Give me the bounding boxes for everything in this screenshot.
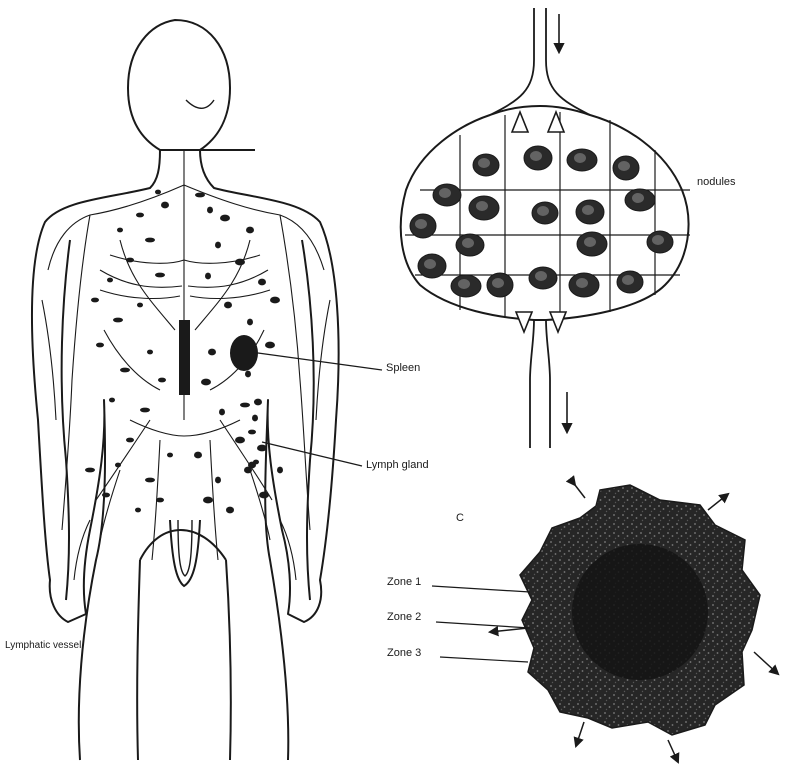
lymph-node-dot — [167, 453, 173, 458]
lymph-node-dot — [109, 398, 115, 403]
nodule-germinal-center — [574, 153, 586, 163]
nodule-germinal-center — [652, 235, 664, 245]
lymph-node-dot — [248, 430, 256, 435]
nodule-germinal-center — [584, 237, 596, 247]
lymph-node-dot — [259, 492, 269, 499]
zone2-label: Zone 2 — [387, 611, 421, 623]
lymph-node-dot — [246, 227, 254, 234]
panel-c-label: C — [456, 512, 464, 524]
lymph-node-dot — [158, 378, 166, 383]
lymph-node-dot — [226, 507, 234, 514]
lymph-node-dot — [117, 228, 123, 233]
lymph-node-dot — [195, 193, 205, 198]
spleen-organ — [230, 335, 258, 371]
nodule-germinal-center — [439, 188, 451, 198]
lymph-node-dot — [136, 213, 144, 218]
lymph-node-dot — [201, 379, 211, 386]
lymph-node-dot — [126, 438, 134, 443]
lymph-node-dot — [115, 463, 121, 468]
thoracic-duct — [179, 320, 190, 395]
nodule-germinal-center — [415, 219, 427, 229]
nodule-germinal-center — [632, 193, 644, 203]
lymph-node-dot — [235, 437, 245, 444]
lymph-node-dot — [137, 303, 143, 308]
lymph-node-dot — [85, 468, 95, 473]
lymph-node-dot — [224, 302, 232, 309]
lymph-node-dot — [107, 278, 113, 283]
lymph-node-dot — [270, 297, 280, 304]
lymph-node-dot — [120, 368, 130, 373]
lymph-node-dot — [126, 258, 134, 263]
lymph-node-dot — [253, 460, 259, 465]
lymph-node-dot — [258, 279, 266, 286]
zone1-leader — [432, 586, 530, 592]
spleen-label: Spleen — [386, 362, 420, 374]
lymph-node-dot — [145, 238, 155, 243]
nodule-germinal-center — [476, 201, 488, 211]
lymph-node-dot — [215, 477, 221, 484]
lymph-node-dot — [245, 371, 251, 378]
lymph-node-dot — [147, 350, 153, 355]
lymph-node-dot — [207, 207, 213, 214]
nodule-germinal-center — [618, 161, 630, 171]
lymph-node-dot — [155, 190, 161, 195]
zone1-label: Zone 1 — [387, 576, 421, 588]
lymph-node-dot — [203, 497, 213, 504]
lymph-node-dot — [140, 408, 150, 413]
lymphatic-vessel-label: Lymphatic vessel — [5, 640, 81, 651]
lymph-node-dot — [244, 467, 252, 474]
lymph-node-dot — [135, 508, 141, 513]
lymph-node-dot — [91, 298, 99, 303]
nodule-germinal-center — [530, 151, 542, 161]
lymph-node-dot — [265, 342, 275, 349]
lymph-node-dot — [194, 452, 202, 459]
nodule-germinal-center — [622, 275, 634, 285]
nodule-germinal-center — [537, 206, 549, 216]
nodule-germinal-center — [582, 205, 594, 215]
lymph-node-dot — [102, 493, 110, 498]
nodule-germinal-center — [458, 279, 470, 289]
nodule-germinal-center — [462, 238, 474, 248]
lymph-node-dot — [96, 343, 104, 348]
lymph-node-dot — [155, 273, 165, 278]
nodule-germinal-center — [576, 278, 588, 288]
lymph-node-dot — [277, 467, 283, 474]
lymph-node-section — [401, 8, 690, 448]
nodule-germinal-center — [535, 271, 547, 281]
lymph-node-dot — [215, 242, 221, 249]
lymph-node-dot — [254, 399, 262, 406]
lymph-node-dot — [240, 403, 250, 408]
zone-diagram — [432, 485, 778, 762]
lymph-node-dot — [161, 202, 169, 209]
lymph-node-dot — [219, 409, 225, 416]
lymph-gland-label: Lymph gland — [366, 459, 429, 471]
lymph-node-dot — [235, 259, 245, 266]
zone-dark-core — [572, 544, 708, 680]
lymph-node-dot — [156, 498, 164, 503]
lymph-node-dot — [220, 215, 230, 222]
lymph-node-dot — [145, 478, 155, 483]
zone3-label: Zone 3 — [387, 647, 421, 659]
nodule-germinal-center — [478, 158, 490, 168]
zone2-leader — [436, 622, 530, 628]
nodule-germinal-center — [492, 278, 504, 288]
zone3-leader — [440, 657, 528, 662]
lymph-node-dot — [208, 349, 216, 356]
lymph-node-dot — [257, 445, 267, 452]
lymph-node-dot — [205, 273, 211, 280]
lymph-node-dot — [247, 319, 253, 326]
nodules-label: nodules — [697, 176, 736, 188]
lymph-node-dot — [252, 415, 258, 422]
nodule-germinal-center — [424, 259, 436, 269]
lymph-node-dot — [113, 318, 123, 323]
